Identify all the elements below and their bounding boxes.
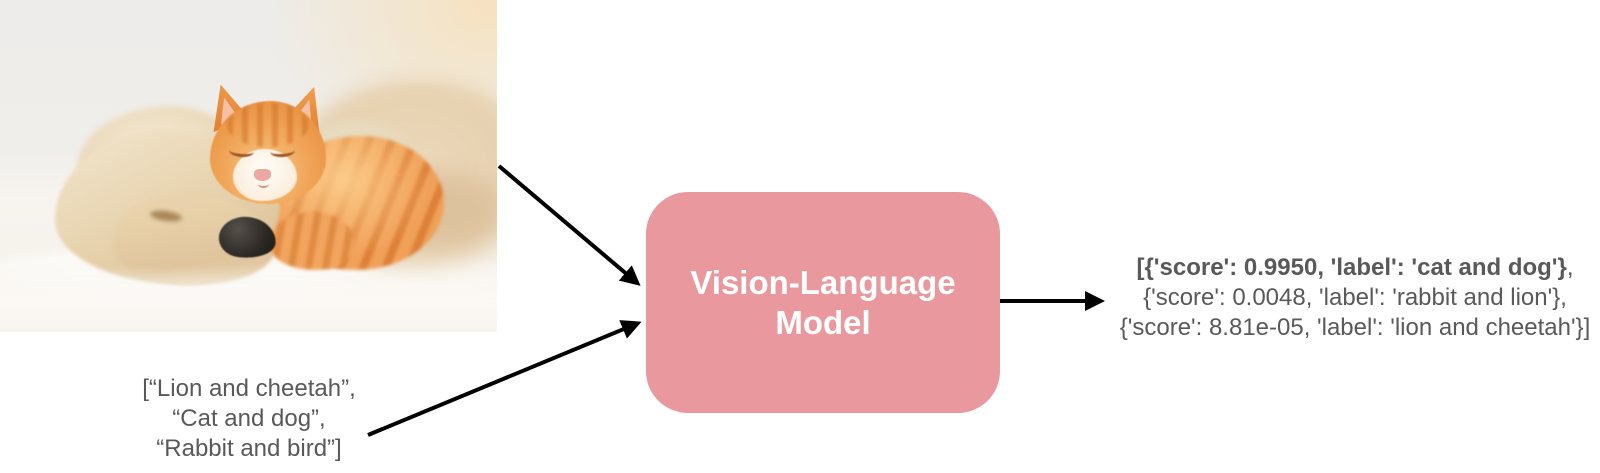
cat-nose: [254, 169, 271, 181]
output-line-1-rest: ,: [1566, 254, 1574, 281]
model-output-text: [{'score': 0.9950, 'label': 'cat and dog…: [1105, 253, 1600, 343]
model-label: Vision-Language Model: [690, 263, 955, 342]
candidate-label-line-2: “Cat and dog”,: [172, 405, 326, 432]
cat-head-stripes: [227, 103, 309, 147]
model-label-line-2: Model: [775, 303, 871, 341]
arrow-labels-to-model: [367, 320, 642, 437]
candidate-labels-text: [“Lion and cheetah”, “Cat and dog”, “Rab…: [93, 374, 405, 464]
cat-paw: [270, 212, 354, 270]
model-label-line-1: Vision-Language: [690, 263, 956, 301]
output-line-2-rest: {'score': 0.0048, 'label': 'rabbit and l…: [1143, 284, 1567, 311]
output-line-2: {'score': 0.0048, 'label': 'rabbit and l…: [1105, 283, 1600, 313]
output-line-1: [{'score': 0.9950, 'label': 'cat and dog…: [1105, 253, 1600, 283]
output-line-3: {'score': 8.81e-05, 'label': 'lion and c…: [1105, 313, 1600, 343]
output-line-3-rest: {'score': 8.81e-05, 'label': 'lion and c…: [1119, 314, 1591, 341]
candidate-label-line-3: “Rabbit and bird”]: [156, 435, 342, 462]
output-line-1-bold: [{'score': 0.9950, 'label': 'cat and dog…: [1136, 254, 1567, 281]
vision-language-model-box: Vision-Language Model: [646, 192, 1000, 413]
carpet-foreground: [0, 266, 497, 332]
dog-and-cat-photo: [0, 0, 497, 332]
cat-mouth: [258, 180, 269, 188]
arrow-image-to-model: [497, 164, 641, 286]
candidate-label-line-1: [“Lion and cheetah”,: [142, 375, 356, 402]
